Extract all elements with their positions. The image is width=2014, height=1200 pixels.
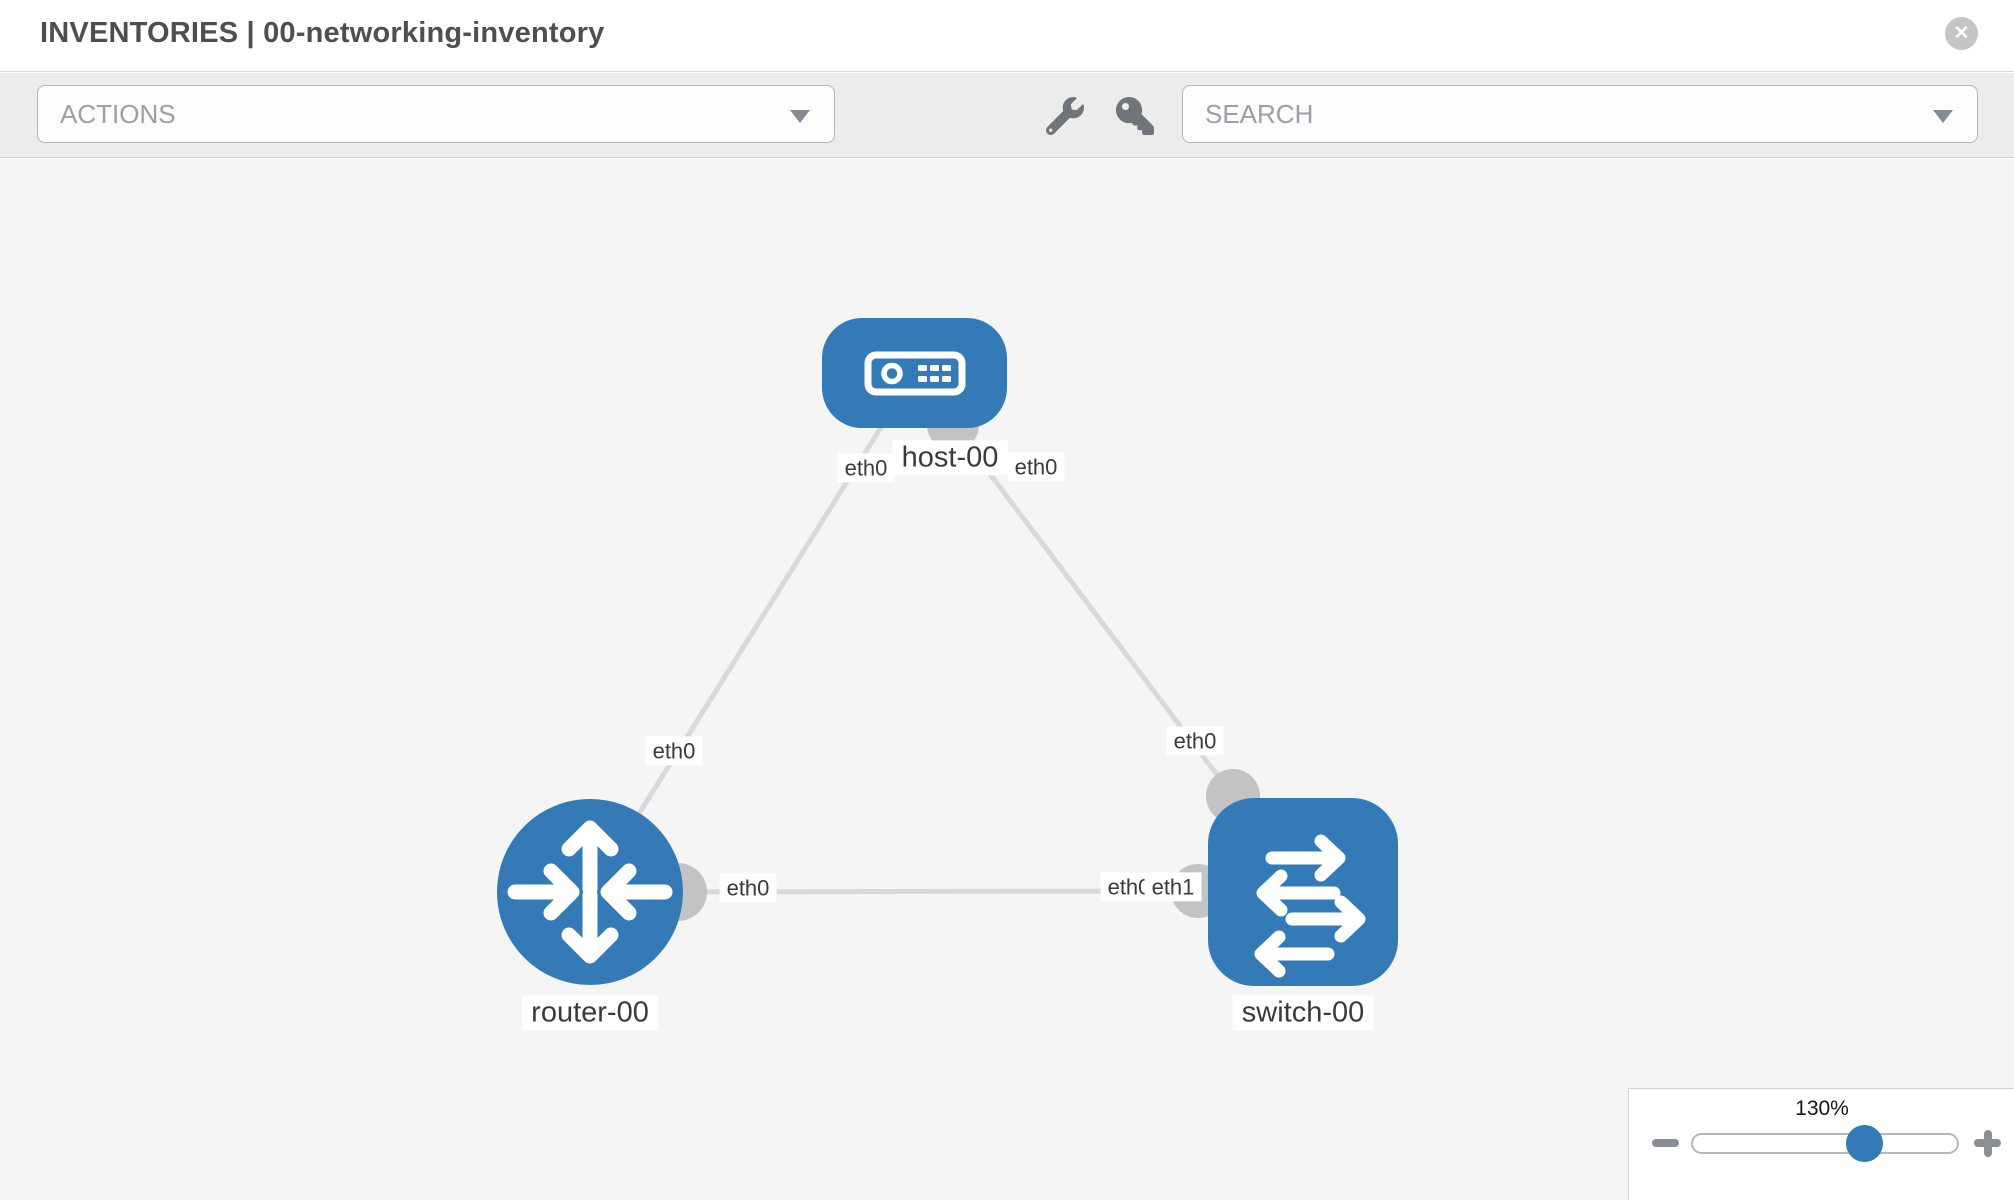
close-button[interactable]: ✕ [1945,17,1978,50]
zoom-out-button[interactable] [1652,1139,1679,1147]
node-label-switch: switch-00 [1232,995,1374,1031]
search-dropdown[interactable]: SEARCH [1182,85,1978,143]
iface-label-router-host: eth0 [645,736,703,766]
zoom-slider-thumb[interactable] [1846,1125,1883,1162]
switch-icon [1254,834,1366,978]
iface-label-router-switch: eth0 [719,873,777,903]
zoom-level: 130% [1795,1097,1849,1120]
actions-dropdown-label: ACTIONS [60,98,176,129]
credentials-button[interactable] [1116,97,1154,135]
page-title: INVENTORIES | 00-networking-inventory [40,17,605,49]
iface-label-host-right: eth0 [1007,452,1065,482]
chevron-down-icon [1933,110,1953,123]
router-icon [507,820,673,964]
zoom-in-icon [1983,1129,1992,1157]
header: INVENTORIES | 00-networking-inventory ✕ [0,0,2014,72]
configure-button[interactable] [1045,97,1084,136]
links-layer [587,371,1235,895]
actions-dropdown[interactable]: ACTIONS [37,85,835,143]
iface-label-switch-front: eth1 [1144,872,1202,902]
host-icon [864,351,966,396]
toolbar: ACTIONS SEARCH [0,73,2014,158]
zoom-slider-track[interactable] [1691,1133,1959,1154]
zoom-panel: 130% [1628,1088,2014,1200]
key-icon [1116,97,1154,135]
node-switch-00[interactable] [1208,798,1398,986]
wrench-icon [1045,97,1084,136]
node-router-00[interactable] [497,799,683,985]
topology-canvas[interactable]: eth0 eth0 eth0 eth0 eth0 eth0 eth1 host-… [0,159,2014,1200]
search-placeholder: SEARCH [1205,98,1314,129]
node-label-host: host-00 [892,440,1008,476]
chevron-down-icon [790,110,810,123]
node-label-router: router-00 [522,995,658,1031]
close-icon: ✕ [1953,23,1970,44]
node-host-00[interactable] [822,318,1007,428]
iface-label-switch-host: eth0 [1166,726,1224,756]
iface-label-host-left: eth0 [837,453,895,483]
